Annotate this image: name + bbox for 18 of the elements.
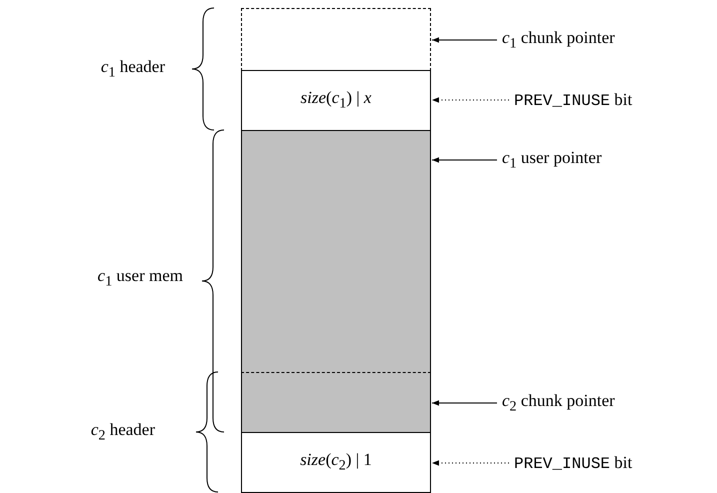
user-memory-region <box>241 130 431 373</box>
arrow <box>432 157 498 163</box>
size-field: size(c$_{1}$) | x <box>241 70 431 131</box>
pointer-label: c$_{2}$ chunk pointer <box>502 392 615 414</box>
size-field: size(c$_{2}$) | 1 <box>241 432 431 493</box>
arrow <box>432 97 510 103</box>
chunk-header-region <box>241 8 431 71</box>
flag-label: PREV_INUSE bit <box>514 454 632 472</box>
arrow <box>432 460 510 466</box>
arrow <box>432 400 498 406</box>
prev-size-region <box>241 372 431 433</box>
pointer-label: c$_{1}$ chunk pointer <box>502 29 615 51</box>
pointer-label: c$_{1}$ user pointer <box>502 149 602 171</box>
section-label: c$_{1}$ user mem <box>98 267 183 289</box>
section-label: c$_{1}$ header <box>100 58 165 80</box>
flag-label: PREV_INUSE bit <box>514 91 632 109</box>
arrow <box>432 37 498 43</box>
section-label: c$_{2}$ header <box>90 421 155 443</box>
